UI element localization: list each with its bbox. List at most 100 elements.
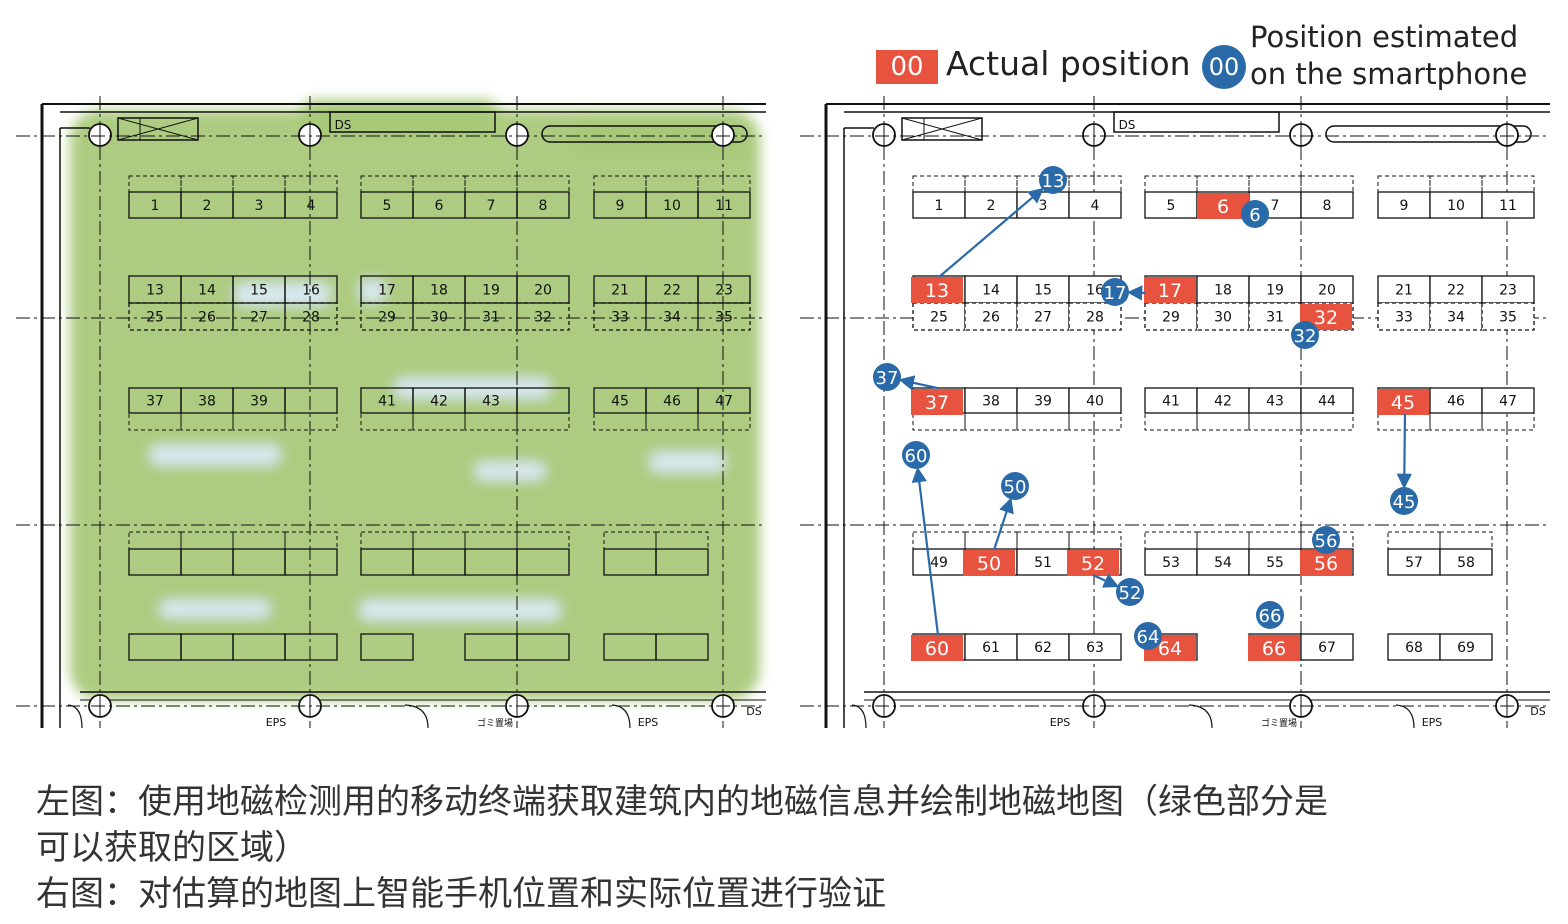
seat-number: 41 [378, 394, 396, 410]
seat-cell-upper [1196, 175, 1250, 193]
coverage-top [300, 100, 500, 140]
seat-number: 4 [1091, 198, 1100, 214]
seat-cell [1248, 387, 1302, 414]
estimated-position-label-line2: on the smartphone [1250, 57, 1528, 91]
actual-position-marker [1197, 193, 1249, 219]
estimated-position-label-line1: Position estimated [1250, 20, 1519, 54]
seat-cell-upper [1439, 531, 1493, 550]
seat-cell-upper [1016, 531, 1070, 550]
estimated-position-number: 45 [1393, 492, 1416, 513]
seat-number: 10 [663, 198, 681, 214]
seat-cell-upper [1144, 175, 1198, 193]
seat-cell [1068, 633, 1122, 661]
seat-number: 6 [435, 198, 444, 214]
seat-cell-lower [516, 412, 570, 431]
seat-number: 30 [1214, 310, 1232, 326]
seat-number: 31 [1266, 310, 1284, 326]
seat-number: 23 [1499, 283, 1517, 299]
caption-right-line: 右图：对估算的地图上智能手机位置和实际位置进行验证 [36, 874, 886, 914]
seat-number: 34 [1447, 310, 1465, 326]
seat-number: 39 [1034, 394, 1052, 410]
seat-cell-lower [180, 412, 234, 431]
actual-position-marker [1067, 550, 1119, 576]
seat-number: 46 [1447, 394, 1465, 410]
estimated-position-number: 50 [1004, 477, 1027, 498]
seat-number: 2 [987, 198, 996, 214]
seat-cell [360, 633, 414, 661]
seat-number: 39 [250, 394, 268, 410]
seat-number: 25 [930, 310, 948, 326]
seat-number: 7 [1271, 198, 1280, 214]
seat-cell-upper [1377, 175, 1431, 193]
coverage-gap [475, 462, 545, 480]
seat-number: 29 [1162, 310, 1180, 326]
seat-number: 43 [1266, 394, 1284, 410]
seat-number: 44 [1318, 394, 1336, 410]
seat-cell-upper [1068, 175, 1122, 193]
estimation-error-arrow [938, 187, 1044, 278]
seat-cell [360, 302, 414, 331]
seat-number: 41 [1162, 394, 1180, 410]
seat-cell-upper [912, 531, 966, 550]
seat-number: 67 [1318, 640, 1336, 656]
seat-cell-upper [964, 531, 1018, 550]
coverage-gap [235, 283, 330, 305]
seat-cell-upper [284, 175, 338, 193]
seat-cell-lower [464, 412, 518, 431]
seat-number: 17 [378, 283, 396, 299]
seat-number: 62 [1034, 640, 1052, 656]
actual-position-marker [963, 550, 1015, 576]
magnetic-coverage-area [70, 100, 760, 700]
seat-cell [1016, 633, 1070, 661]
seat-cell-lower [912, 412, 966, 431]
seat-cell-lower [1196, 412, 1250, 431]
eps-label: EPS [1050, 716, 1071, 729]
seat-cell-upper [516, 175, 570, 193]
seat-cell [1068, 302, 1122, 331]
seat-cell-lower [593, 412, 647, 431]
seat-number: 33 [1395, 310, 1413, 326]
seat-number: 42 [430, 394, 448, 410]
seat-cell [593, 302, 647, 331]
estimated-position-number: 52 [1119, 583, 1142, 604]
seat-number: 8 [539, 198, 548, 214]
seat-cell-lower [645, 412, 699, 431]
seat-cell [284, 302, 338, 331]
seat-cell-lower [360, 412, 414, 431]
seat-cell [655, 633, 709, 661]
estimated-position-number: 66 [1259, 606, 1282, 627]
seat-cell [964, 275, 1018, 304]
seat-number: 16 [1086, 283, 1104, 299]
coverage-gap [360, 600, 560, 620]
actual-position-marker [911, 277, 963, 303]
actual-position-marker [911, 389, 963, 415]
seat-cell [964, 387, 1018, 414]
seat-cell-upper [912, 175, 966, 193]
seat-number: 27 [1034, 310, 1052, 326]
seat-number: 47 [1499, 394, 1517, 410]
seat-cell [284, 387, 338, 414]
estimated-position-number: 60 [905, 446, 928, 467]
seat-cell-lower [1144, 412, 1198, 431]
seat-number: 54 [1214, 555, 1232, 571]
seat-cell-upper [232, 531, 286, 550]
seat-cell [1068, 191, 1122, 219]
seat-number: 32 [534, 310, 552, 326]
estimation-error-arrow [911, 466, 940, 636]
seat-cell [697, 302, 751, 331]
seat-cell [912, 548, 966, 576]
seat-cell [645, 302, 699, 331]
window-pane [1325, 125, 1532, 143]
estimation-error-arrow [898, 375, 938, 391]
seat-cell [697, 275, 751, 304]
estimated-position-marker [1001, 472, 1029, 500]
seat-cell [1481, 387, 1535, 414]
seat-number: 22 [1447, 283, 1465, 299]
seat-cell-upper [964, 175, 1018, 193]
estimated-position-marker [1116, 578, 1144, 606]
door-swing [851, 704, 1415, 729]
seat-number: 18 [430, 283, 448, 299]
seat-cell-lower [1068, 412, 1122, 431]
estimated-position-number: 17 [1104, 283, 1127, 304]
